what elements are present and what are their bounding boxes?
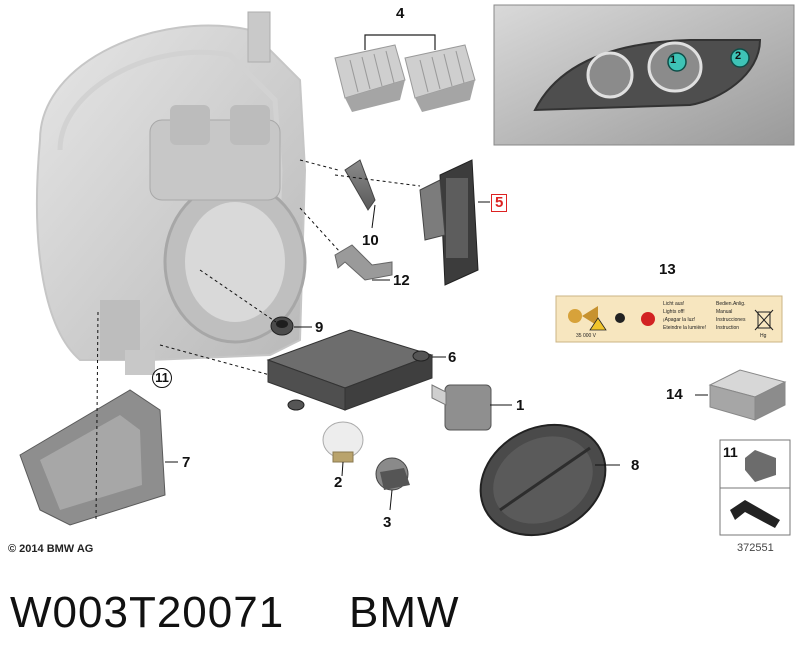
ballast-part-6 <box>266 329 434 411</box>
inset-number-1: 1 <box>670 54 677 66</box>
clip-part-11-box <box>719 439 791 536</box>
warning-label-icons <box>555 295 783 343</box>
label-col2-line2: Manual <box>716 309 733 315</box>
callout-11-inset: 11 <box>723 444 738 460</box>
label-col2-line1: Bedien.Anlig. <box>716 301 746 307</box>
callout-8: 8 <box>631 457 640 474</box>
grommet-part-9 <box>270 316 294 336</box>
ignitor-part-1 <box>431 384 492 431</box>
bracket-part-10 <box>344 159 376 211</box>
callout-9: 9 <box>315 319 324 336</box>
leader-lines <box>95 159 708 521</box>
callout-3: 3 <box>383 514 392 531</box>
clip-part-12 <box>334 244 393 281</box>
footer-brand: BMW <box>349 588 460 637</box>
label-hg: Hg <box>760 333 767 339</box>
socket-part-3 <box>375 457 410 491</box>
label-col1-line3: ¡Apagar la luz! <box>663 317 696 323</box>
callout-4: 4 <box>396 5 405 22</box>
box-part-14 <box>708 369 787 421</box>
cap-part-8 <box>479 423 607 537</box>
bulb-part-2 <box>322 421 364 463</box>
bracket-part-7 <box>19 389 166 526</box>
inset-highlight-1 <box>667 52 687 72</box>
copyright-text: © 2014 BMW AG <box>8 543 94 555</box>
callout-1: 1 <box>516 397 525 414</box>
inset-number-2: 2 <box>735 50 742 62</box>
control-unit-part-5 <box>419 159 479 286</box>
inset-photo <box>493 4 795 146</box>
callout-13: 13 <box>659 261 676 278</box>
label-col1-line1: Licht aus! <box>663 301 685 307</box>
callout-7: 7 <box>182 454 191 471</box>
label-col2-line3: Instrucciones <box>716 317 746 323</box>
callout-6: 6 <box>448 349 457 366</box>
callout-12: 12 <box>393 272 410 289</box>
circled-callout-11: 11 <box>152 368 172 388</box>
footer-part-code: W003T20071 <box>10 588 285 637</box>
document-number: 372551 <box>737 542 774 554</box>
label-col1-line4: Eteindre la lumière! <box>663 325 707 331</box>
label-voltage: 35 000 V <box>576 333 597 339</box>
inset-highlight-2 <box>730 48 750 68</box>
led-module-pair <box>334 34 476 112</box>
callout-2: 2 <box>334 474 343 491</box>
label-col1-line2: Lights off! <box>663 309 685 315</box>
headlight-housing <box>35 11 307 375</box>
callout-14: 14 <box>666 386 683 403</box>
label-col2-line4: Instruction <box>716 325 740 331</box>
callout-10: 10 <box>362 232 379 249</box>
callout-5: 5 <box>491 194 508 212</box>
